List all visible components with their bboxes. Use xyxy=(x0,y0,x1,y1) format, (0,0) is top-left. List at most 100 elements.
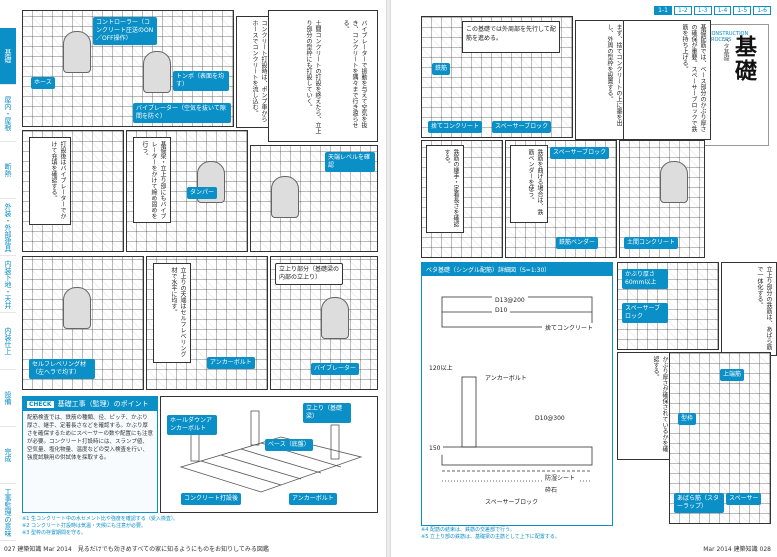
check-body: 配筋検査では、鉄筋の種類、径、ピッチ、かぶり厚さ、継手、定着長さなどを確認する。… xyxy=(27,415,154,461)
chapter-tab[interactable]: 1-5 xyxy=(733,6,752,15)
label-anchor-bolt: アンカーボルト xyxy=(482,373,530,385)
foundation-section-svg xyxy=(441,296,593,482)
footnote: ※1 生コンクリート中の水セメント比や強度を確認する（受入検査）。 xyxy=(22,516,179,522)
label-gravel: 砕石 xyxy=(542,485,561,497)
callout-formwork: 型枠 xyxy=(678,413,697,425)
speech-bubble: 基礎配筋では、ベース部分のかぶり厚さの確保が重要。スペーサーブロックで鉄筋を持ち… xyxy=(623,20,711,140)
chapter-tabs: 1-1 1-2 1-3 1-4 1-5 1-6 xyxy=(654,6,771,15)
manga-panel-vibrator: バイブレーター 立上り部分（基礎梁の内部の立上り） xyxy=(270,256,378,390)
side-tab[interactable]: 外装・外部建具 xyxy=(0,199,16,256)
label-concrete: コンクリート打設後 xyxy=(181,493,242,505)
callout-bender: 鉄筋ベンダー xyxy=(556,237,599,249)
callout-cavity: 立上り部分（基礎梁の内部の立上り） xyxy=(275,263,343,285)
callout-anchor: アンカーボルト xyxy=(207,357,255,369)
callout-tamper: タンパー xyxy=(187,187,218,199)
right-page: 1-1 1-2 1-3 1-4 1-5 1-6 CONSTRUCTION PRO… xyxy=(391,0,777,557)
manga-panel-worker: 土間コンクリート xyxy=(619,140,705,258)
speech-bubble: 打設後はバイブレーターでかけて充填を確認する。 xyxy=(29,137,71,225)
speech-bubble: コンクリート打設時は、ポンプ車からホースでコンクリートを流し込む。 xyxy=(236,16,272,128)
title-block: CONSTRUCTION PROCESS 基礎 ベタ基礎 xyxy=(703,24,769,146)
check-tag: CHECK xyxy=(27,400,54,408)
page-subtitle: ベタ基礎 xyxy=(722,37,729,61)
side-tab[interactable]: 完成 xyxy=(0,427,16,484)
side-tab[interactable]: 内装下地・天井 xyxy=(0,256,16,313)
gutter xyxy=(386,0,391,557)
footnote: ※3 型枠の存置期間を守る。 xyxy=(22,530,86,536)
manga-panel-mesh: 上端筋 あばら筋（スターラップ） スペーサー 型枠 xyxy=(669,352,771,524)
section-side-tabs: 基礎 屋内・屋根 断熱 外装・外部建具 内装下地・天井 内装仕上 設備 完成 工… xyxy=(0,28,16,541)
label-150: 150 xyxy=(426,443,444,455)
speech-bubble: 鉄筋の継手・定着長さを確認する。 xyxy=(426,145,464,233)
callout-spacer-block: スペーサーブロック xyxy=(492,121,552,133)
callout-corner: かぶり厚さ 60mm以上 xyxy=(622,269,668,289)
speech-bubble: 土間コンクリートの打設を終えたら、立上り部分の型枠にも打設していく。 xyxy=(275,17,325,137)
callout-controller: コントローラー（コンクリート圧送のON／OFF操作） xyxy=(93,17,157,45)
side-tab[interactable]: 基礎 xyxy=(0,28,16,85)
label-holddown-anchor: ホールダウンアンカーボルト xyxy=(167,415,217,435)
speech-bubble: バイブレーターで振動を与えて空気を抜き、コンクリートを隅々まで行き渡らせる。 xyxy=(321,17,371,137)
label-d10-300: D10@300 xyxy=(532,413,568,425)
callout-spacer3: スペーサーブロック xyxy=(622,303,668,323)
speech-bubble: かぶり厚さが確保されているかを確認する。 xyxy=(617,352,673,460)
manga-panel-anchor: 立上りの天端はセルフレベリング材で水平に均す。 アンカーボルト xyxy=(146,256,268,390)
side-tab[interactable]: 屋内・屋根 xyxy=(0,85,16,142)
label-d13: D13@200 xyxy=(492,295,528,307)
manga-panel-rebar: この基礎では外周部を先行して配筋を進める。 鉄筋 捨てコンクリート スペーサーブ… xyxy=(421,16,573,138)
label-120: 120以上 xyxy=(426,363,456,375)
manga-panel-self-leveling: セルフレベリング材（左ヘラで均す） xyxy=(22,256,144,390)
section-drawing: ベタ基礎（シングル配筋）詳細図（S=1:30） D13@200 D10 D10@… xyxy=(421,262,613,526)
side-tab[interactable]: 工事監理の意味 xyxy=(0,484,16,541)
footnotes: ※4 配筋の結束は、鉄筋の交差部で行う。 ※5 立上り部の鉄筋は、基礎梁の主筋と… xyxy=(421,527,761,541)
check-point-box: CHECK 基礎工事（監理）のポイント 配筋検査では、鉄筋の種類、径、ピッチ、か… xyxy=(22,396,158,513)
chapter-tab[interactable]: 1-1 xyxy=(654,6,672,15)
drawing-title: ベタ基礎（シングル配筋）詳細図（S=1:30） xyxy=(422,263,612,276)
label-base: ベース（底盤） xyxy=(265,439,313,451)
callout-leveler: セルフレベリング材（左ヘラで均す） xyxy=(29,359,95,379)
footnote: ※5 立上り部の鉄筋は、基礎梁の主筋として上下に配置する。 xyxy=(421,534,560,540)
chapter-tab[interactable]: 1-3 xyxy=(693,6,712,15)
manga-panel-spacer: かぶり厚さ 60mm以上 スペーサーブロック xyxy=(617,262,719,350)
callout-spacer2: スペーサーブロック xyxy=(550,147,610,159)
callout-hose: ホース xyxy=(31,77,55,89)
footnotes: ※1 生コンクリート中の水セメント比や強度を確認する（受入検査）。 ※2 コンク… xyxy=(22,516,372,537)
callout-rebar-mesh: 上端筋 xyxy=(720,369,745,381)
chapter-tab[interactable]: 1-4 xyxy=(713,6,732,15)
label-rise: 立上り（基礎梁） xyxy=(303,403,351,423)
speech-bubble: 立上りの天端はセルフレベリング材で水平に均す。 xyxy=(153,263,191,363)
side-tab[interactable]: 設備 xyxy=(0,370,16,427)
side-tab[interactable]: 断熱 xyxy=(0,142,16,199)
callout-vibrator2: バイブレーター xyxy=(311,363,360,375)
speech-bubble: この基礎では外周部を先行して配筋を進める。 xyxy=(462,21,560,53)
callout-vibrator: バイブレーター（空気を抜いて隙間を防ぐ） xyxy=(133,103,231,123)
manga-panel-joint: 鉄筋の継手・定着長さを確認する。 xyxy=(421,140,503,258)
label-d10: D10 xyxy=(492,305,511,317)
manga-panel-pour: ホース コントローラー（コンクリート圧送のON／OFF操作） トンボ（表面を均す… xyxy=(22,10,234,127)
callout-slab-concrete: 土間コンクリート xyxy=(624,237,679,249)
page-folio: Mar 2014 建築知識 028 xyxy=(703,546,771,553)
side-tab[interactable]: 内装仕上 xyxy=(0,313,16,370)
manga-panel-bender: 鉄筋を曲げる場合は、鉄筋ベンダーを使う。 スペーサーブロック 鉄筋ベンダー xyxy=(505,140,617,258)
label-anchor-bolt: アンカーボルト xyxy=(289,493,337,505)
speech-bubble: 鉄筋を曲げる場合は、鉄筋ベンダーを使う。 xyxy=(510,145,548,223)
chapter-tab[interactable]: 1-6 xyxy=(753,6,771,15)
title-english: CONSTRUCTION PROCESS xyxy=(708,31,749,43)
callout-hoop: あばら筋（スターラップ） xyxy=(674,493,724,513)
label-spacer-block: スペーサーブロック xyxy=(482,497,542,509)
callout-surface: 天端レベルを確認 xyxy=(325,152,375,172)
manga-panel-leveling: 打設後はバイブレーターでかけて充填を確認する。 xyxy=(22,130,124,252)
footnote: ※2 コンクリート打設時は気温・天候にも注意が必要。 xyxy=(22,523,146,529)
callout-tongs: トンボ（表面を均す） xyxy=(173,71,229,91)
callout-rebar: 鉄筋 xyxy=(432,63,451,75)
footnote: ※4 配筋の結束は、鉄筋の交差部で行う。 xyxy=(421,527,515,533)
left-page: 基礎 屋内・屋根 断熱 外装・外部建具 内装下地・天井 内装仕上 設備 完成 工… xyxy=(0,0,386,557)
callout-spacer4: スペーサー xyxy=(726,493,762,505)
callout-concrete-slab: 捨てコンクリート xyxy=(428,121,483,133)
label-moisture-sheet: 防湿シート xyxy=(542,473,579,485)
manga-panel-surface: 天端レベルを確認 xyxy=(250,145,378,252)
check-title: 基礎工事（監理）のポイント xyxy=(57,400,149,408)
manga-panel-tamper: 基礎梁・立上り部にもバイブレーターをかけて締め固めを行う。 タンパー xyxy=(126,130,248,252)
chapter-tab[interactable]: 1-2 xyxy=(673,6,692,15)
foundation-illustration: ホールダウンアンカーボルト ベース（底盤） 立上り（基礎梁） アンカーボルト コ… xyxy=(160,396,378,513)
speech-bubble: 立上り部分の鉄筋は、あばら筋で一体化する。 xyxy=(721,262,777,356)
